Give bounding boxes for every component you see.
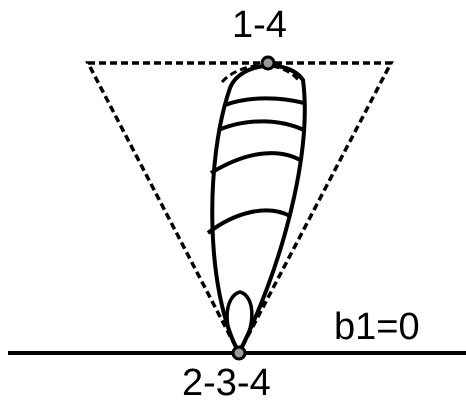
dashed-cap [220, 64, 302, 84]
point-bottom [231, 345, 247, 361]
level-curve-3 [209, 151, 304, 175]
bottom-point-label: 2-3-4 [182, 362, 271, 404]
level-curve-2 [217, 119, 305, 132]
baseline-label: b1=0 [334, 306, 420, 348]
level-curve-1 [224, 96, 305, 107]
level-curve-4 [206, 208, 291, 235]
inner-small-loop [225, 290, 254, 352]
top-point-label: 1-4 [232, 4, 287, 46]
dashed-triangle [85, 61, 394, 357]
point-top [260, 55, 276, 71]
